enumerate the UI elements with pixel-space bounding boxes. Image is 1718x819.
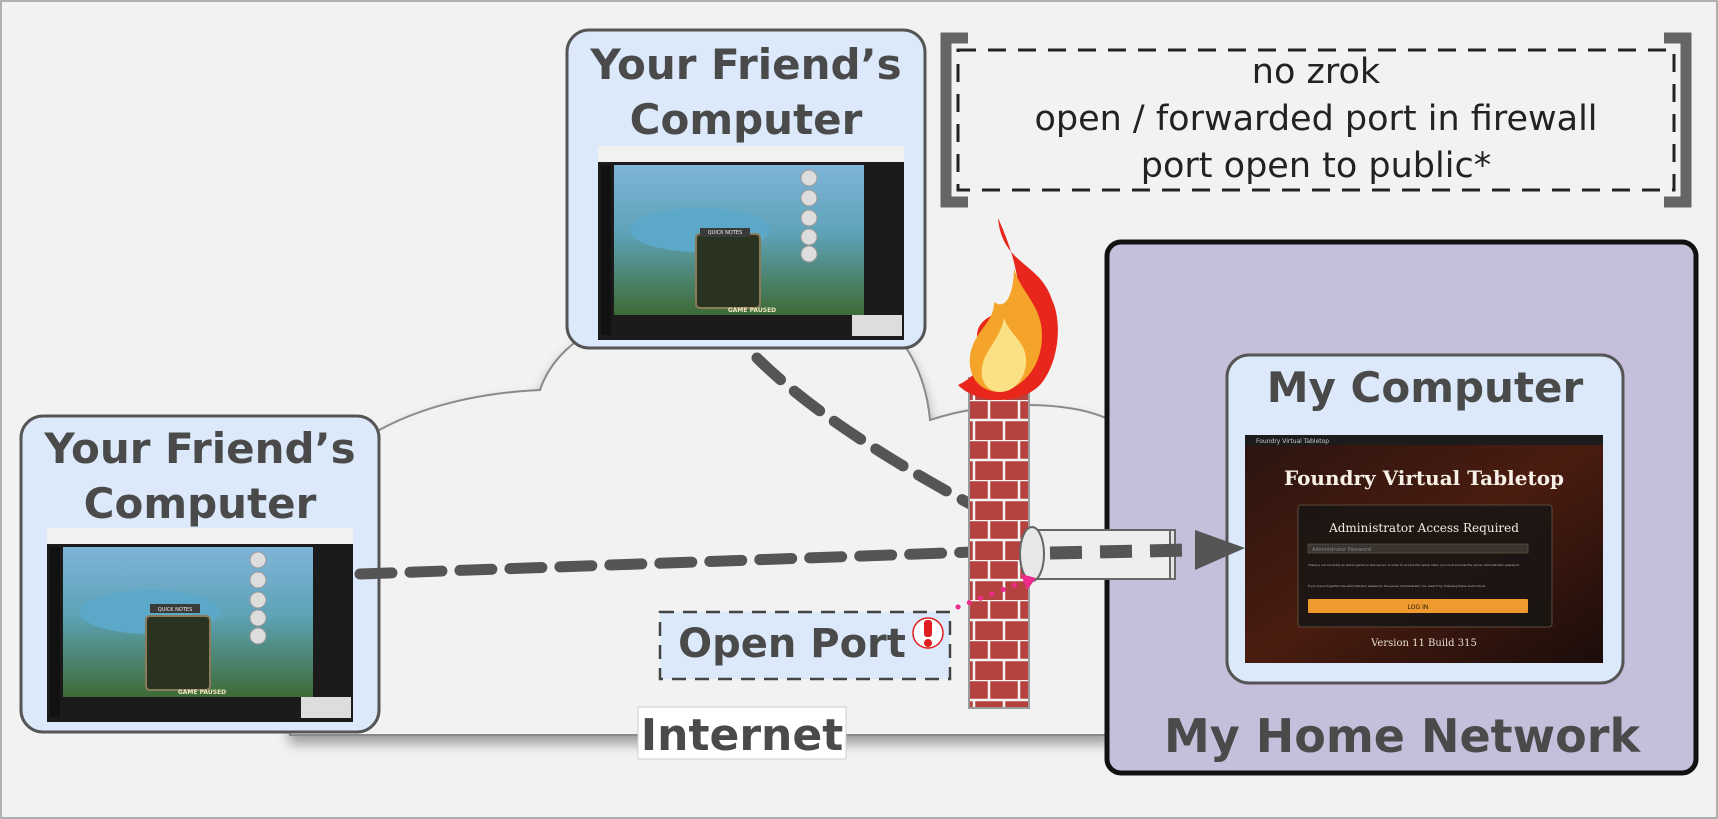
my-computer-title: My Computer bbox=[1267, 363, 1584, 412]
foundry-info-text-2: If you have forgotten the administrator … bbox=[1308, 584, 1486, 588]
firewall bbox=[968, 377, 1030, 709]
admin-password-field[interactable] bbox=[1307, 543, 1529, 554]
game-paused-text: GAME PAUSED bbox=[178, 689, 226, 696]
friend-top-title-line2: Computer bbox=[630, 95, 863, 144]
open-port-marker: Open Port bbox=[658, 574, 1036, 681]
internet-label-box bbox=[637, 706, 847, 760]
foundry-info-text-1: There is not currently an active game on… bbox=[1307, 563, 1520, 567]
friend-computer-top: Your Friend’s Computer QUICK NOTES GAME … bbox=[565, 28, 927, 350]
note-line-3: port open to public* bbox=[1141, 146, 1491, 186]
friend-left-title-line1: Your Friend’s bbox=[43, 424, 355, 473]
open-port-label: Open Port bbox=[678, 621, 906, 667]
open-port-pointer bbox=[955, 577, 1031, 610]
my-computer: My Computer Foundry Virtual Tabletop Fou… bbox=[1225, 353, 1625, 685]
home-network-label: My Home Network bbox=[1164, 709, 1641, 763]
note-line-2: open / forwarded port in firewall bbox=[1034, 99, 1597, 139]
friend-computer-left: Your Friend’s Computer QUICK NOTES GAME … bbox=[19, 414, 381, 734]
foundry-window-title: Foundry Virtual Tabletop bbox=[1256, 438, 1329, 445]
admin-password-placeholder: Administrator Password bbox=[1312, 547, 1371, 553]
game-quick-notes: QUICK NOTES bbox=[158, 607, 193, 613]
game-quick-notes: QUICK NOTES bbox=[708, 230, 743, 236]
internet-label: Internet bbox=[641, 710, 843, 761]
game-paused-text: GAME PAUSED bbox=[728, 307, 776, 314]
foundry-version: Version 11 Build 315 bbox=[1370, 638, 1477, 649]
note-bracket-right bbox=[1664, 32, 1692, 208]
friend-top-title-line1: Your Friend’s bbox=[589, 40, 901, 89]
brick-wall bbox=[968, 377, 1030, 709]
port-arrow bbox=[1049, 530, 1245, 570]
fire-icon bbox=[958, 218, 1058, 400]
foundry-app-title: Foundry Virtual Tabletop bbox=[1284, 466, 1564, 490]
exclamation-icon bbox=[912, 617, 944, 649]
friend-left-title-line2: Computer bbox=[84, 479, 317, 528]
game-screenshot: QUICK NOTES GAME PAUSED bbox=[47, 528, 353, 722]
game-screenshot: QUICK NOTES GAME PAUSED bbox=[598, 146, 904, 340]
foundry-dialog-heading: Administrator Access Required bbox=[1328, 521, 1519, 535]
foundry-window: Foundry Virtual Tabletop Foundry Virtual… bbox=[1245, 435, 1603, 663]
connection-left-friend bbox=[354, 544, 1036, 580]
note-bracket-left bbox=[940, 32, 968, 208]
login-button-label: LOG IN bbox=[1408, 604, 1429, 611]
note-line-1: no zrok bbox=[1252, 52, 1381, 92]
login-button[interactable] bbox=[1308, 599, 1528, 613]
note-callout: no zrok open / forwarded port in firewal… bbox=[940, 32, 1692, 208]
